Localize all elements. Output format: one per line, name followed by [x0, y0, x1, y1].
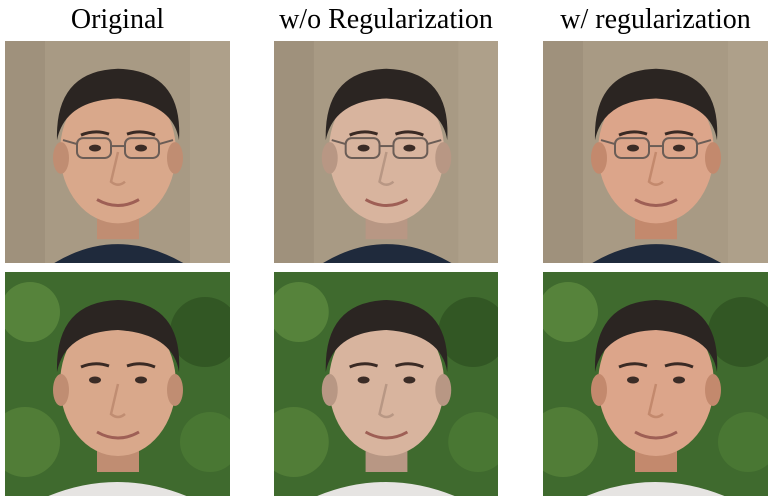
photo-row1-original — [5, 41, 230, 263]
column-title-without-regularization: w/o Regularization — [279, 4, 493, 35]
photo-row2-original — [5, 272, 230, 496]
photo-row2-without-regularization — [274, 272, 498, 496]
column-title-with-regularization: w/ regularization — [560, 4, 751, 35]
photo-row2-with-regularization — [543, 272, 768, 496]
column-title-original: Original — [70, 4, 165, 35]
photo-row1-with-regularization — [543, 41, 768, 263]
photo-row1-without-regularization — [274, 41, 498, 263]
